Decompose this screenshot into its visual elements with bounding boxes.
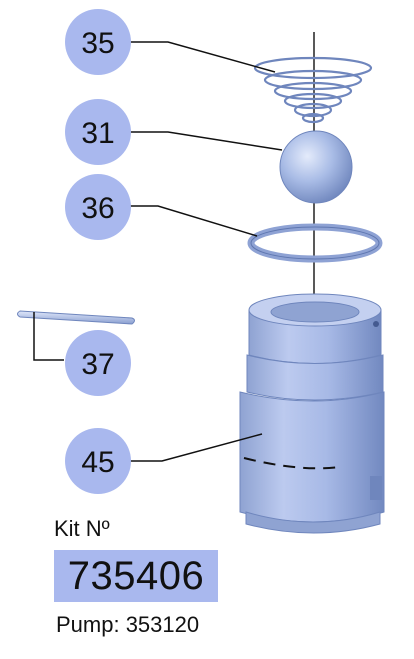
callout-35-number: 35 [81,27,114,60]
callout-36-number: 36 [81,192,114,225]
leader-line-31 [130,131,283,151]
pin-part [17,310,135,325]
callout-45-number: 45 [81,446,114,479]
kit-number: 735406 [67,553,205,598]
callout-37: 37 [65,330,131,396]
valve-housing-part [239,293,385,534]
callout-31-circle [65,99,131,165]
callout-35-circle [65,9,131,75]
o-ring-part [247,223,383,263]
callout-37-number: 37 [81,348,114,381]
callout-31-number: 31 [81,117,114,150]
ball-part [279,130,353,204]
callout-45: 45 [65,428,131,494]
spring-part [253,56,373,124]
leader-line-35 [130,41,276,73]
leader-lines [33,41,283,462]
callout-31: 31 [65,99,131,165]
callout-45-circle [65,428,131,494]
leader-line-37 [33,312,64,361]
kit-number-box: 735406 [54,550,218,602]
pump-number-text: Pump: 353120 [56,612,200,637]
leader-line-36 [130,205,258,237]
leader-line-45 [130,433,263,462]
callout-35: 35 [65,9,131,75]
callout-36-circle [65,174,131,240]
kit-label: Kit Nº [54,516,110,541]
callout-37-circle [65,330,131,396]
callout-36: 36 [65,174,131,240]
